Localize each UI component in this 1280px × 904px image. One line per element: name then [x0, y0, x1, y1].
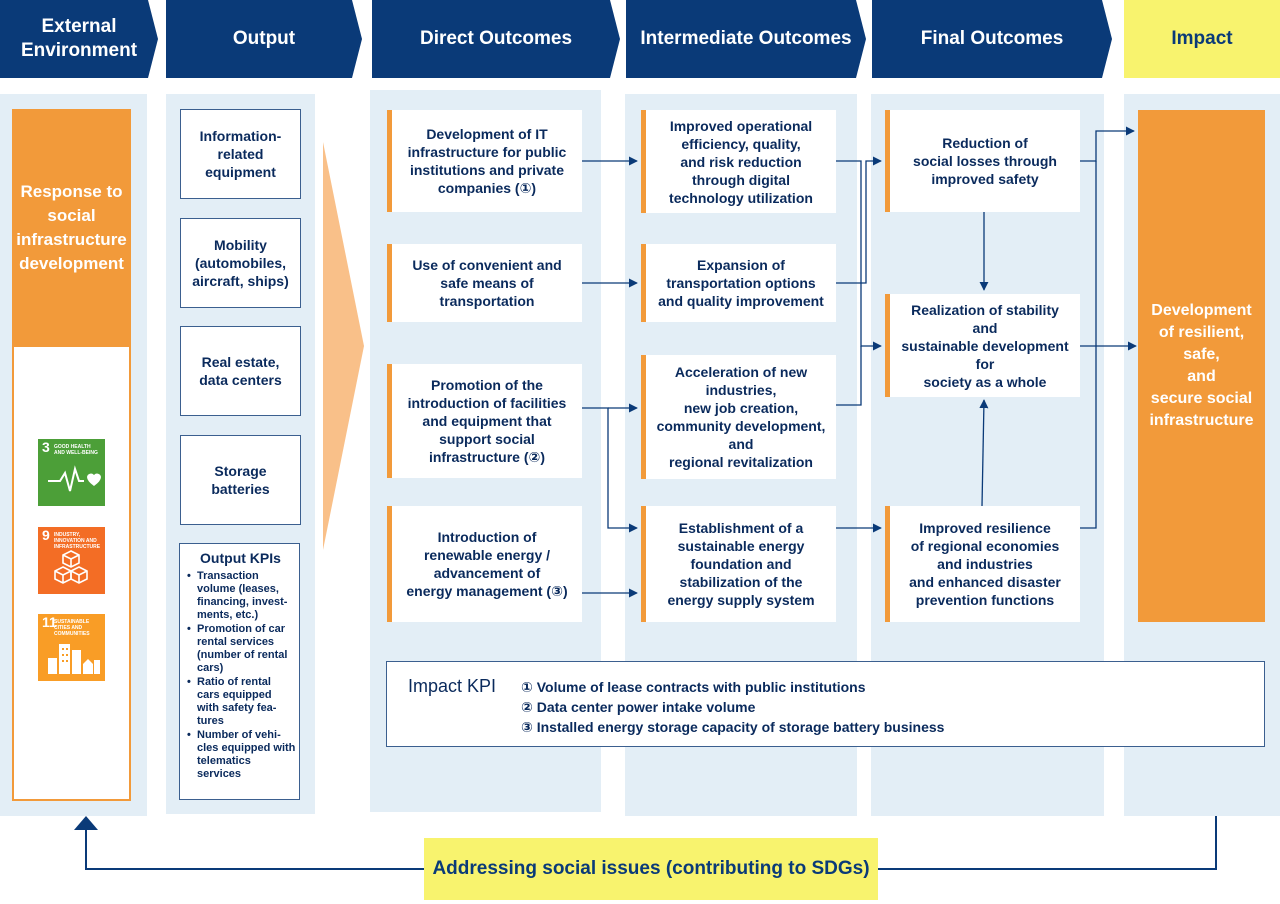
output-kpi-item: Number of vehi-cles equipped with telema…: [185, 729, 296, 781]
output-item-real-estate: Real estate, data centers: [180, 326, 301, 416]
intermediate-outcome-energy-foundation: Establishment of a sustainable energy fo…: [641, 506, 836, 622]
impact-kpi-item: ③ Installed energy storage capacity of s…: [521, 719, 945, 735]
sdg-9-icon: 9 Industry, Innovation and Infrastructur…: [38, 527, 105, 594]
final-outcome-stability: Realization of stability and sustainable…: [885, 294, 1080, 397]
city-icon: [48, 644, 100, 674]
sdg-number: 9: [42, 527, 50, 543]
header-intermediate-outcomes: Intermediate Outcomes: [626, 0, 866, 78]
header-direct-outcomes: Direct Outcomes: [372, 0, 620, 78]
impact-kpi-item: ① Volume of lease contracts with public …: [521, 679, 866, 695]
output-item-it-equipment: Information- related equipment: [180, 109, 301, 199]
footer-banner: Addressing social issues (contributing t…: [424, 838, 878, 900]
direct-outcome-social-infrastructure: Promotion of the introduction of facilit…: [387, 364, 582, 478]
impact-statement: Development of resilient, safe, and secu…: [1138, 110, 1265, 622]
cubes-icon: [54, 550, 88, 584]
output-kpi-list: Transaction volume (leases, financing, i…: [185, 570, 296, 781]
sdg-label: Sustainable Cities and Communities: [54, 619, 90, 637]
intermediate-outcome-transport-options: Expansion of transportation options and …: [641, 244, 836, 322]
output-item-storage-batteries: Storage batteries: [180, 435, 301, 525]
intermediate-outcome-operational-efficiency: Improved operational efficiency, quality…: [641, 110, 836, 213]
output-kpi-item: Transaction volume (leases, financing, i…: [185, 570, 296, 622]
impact-kpi-list: ① Volume of lease contracts with public …: [521, 677, 944, 737]
impact-kpi-title: Impact KPI: [408, 676, 497, 696]
final-outcome-social-losses: Reduction of social losses through impro…: [885, 110, 1080, 212]
sdg-number: 3: [42, 439, 50, 455]
output-kpi-item: Ratio of rental cars equipped with safet…: [185, 676, 296, 728]
header-final-outcomes: Final Outcomes: [872, 0, 1112, 78]
header-impact: Impact: [1124, 0, 1280, 78]
final-outcome-resilience: Improved resilience of regional economie…: [885, 506, 1080, 622]
external-title: Response to social infrastructure develo…: [12, 109, 131, 347]
header-output: Output: [166, 0, 362, 78]
sdg-label: Industry, Innovation and Infrastructure: [54, 532, 101, 550]
impact-kpi-item: ② Data center power intake volume: [521, 699, 756, 715]
output-kpi-box: Output KPIs Transaction volume (leases, …: [179, 543, 300, 800]
impact-kpi-box: Impact KPI ① Volume of lease contracts w…: [386, 661, 1265, 747]
header-external-environment: External Environment: [0, 0, 158, 78]
direct-outcome-it-infrastructure: Development of IT infrastructure for pub…: [387, 110, 582, 212]
output-item-mobility: Mobility (automobiles, aircraft, ships): [180, 218, 301, 308]
direct-outcome-transportation: Use of convenient and safe means of tran…: [387, 244, 582, 322]
sdg-number: 11: [42, 614, 57, 630]
sdg-3-icon: 3 Good Health and Well-Being: [38, 439, 105, 506]
sdg-label: Good Health and Well-Being: [54, 444, 98, 456]
heartbeat-icon: [48, 465, 101, 492]
direct-outcome-renewable-energy: Introduction of renewable energy / advan…: [387, 506, 582, 622]
output-kpi-item: Promotion of car rental services (number…: [185, 623, 296, 675]
sdg-11-icon: 11 Sustainable Cities and Communities: [38, 614, 105, 681]
intermediate-outcome-new-industries: Acceleration of new industries, new job …: [641, 355, 836, 479]
output-kpi-title: Output KPIs: [200, 550, 281, 566]
